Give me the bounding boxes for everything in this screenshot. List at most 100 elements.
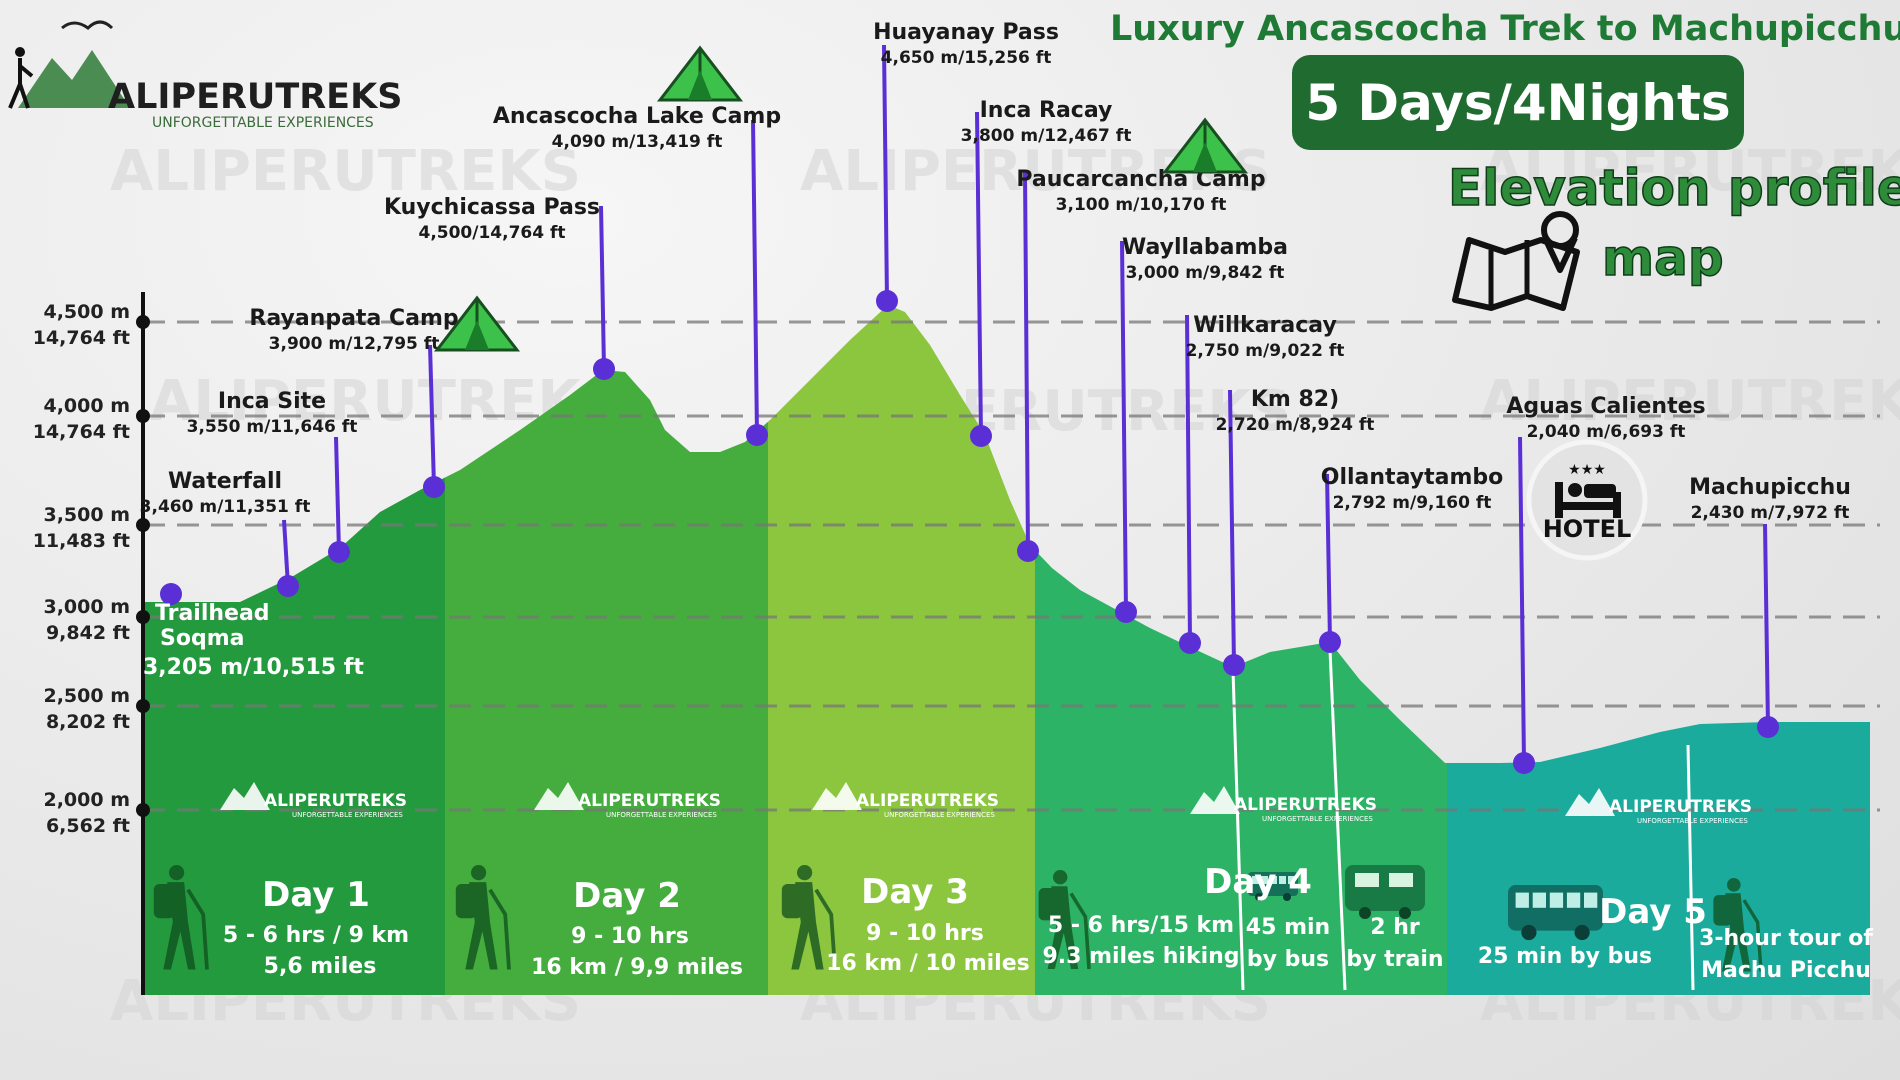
axis-tick-dot — [136, 409, 150, 423]
hotel-bed-icon: ★★★ — [1555, 462, 1621, 518]
y-axis-ticks: 4,500 m14,764 ft4,000 m14,764 ft3,500 m1… — [33, 301, 150, 837]
waypoint-name: Inca Site — [218, 389, 326, 414]
page-title: Luxury Ancascocha Trek to Machupicchu — [1110, 9, 1900, 49]
waypoint-elevation: 4,650 m/15,256 ft — [881, 48, 1052, 68]
day1-title: Day 1 — [262, 875, 370, 915]
tent-icon — [433, 295, 521, 352]
waypoint-leader-line — [1518, 436, 1526, 764]
waypoint-name: Km 82) — [1251, 387, 1339, 412]
waypoint-marker — [1513, 752, 1535, 774]
tent-icon — [1161, 117, 1249, 174]
tent-icon — [656, 45, 744, 102]
waypoint-marker — [1115, 601, 1137, 623]
waypoint-elevation: 3,205 m/10,515 ft — [143, 655, 364, 680]
divider-train — [1328, 649, 1347, 991]
waypoint-marker — [1319, 631, 1341, 653]
bus-icon — [1248, 872, 1298, 901]
waypoint-name: Aguas Calientes — [1506, 394, 1705, 419]
day4-train-line1: 2 hr — [1370, 915, 1420, 940]
day-brand-tagline: UNFORGETTABLE EXPERIENCES — [606, 811, 717, 819]
waypoint-leader-line — [1325, 473, 1332, 643]
mountain-logo-icon — [812, 782, 862, 810]
waypoint-elevation: 3,000 m/9,842 ft — [1126, 263, 1285, 283]
hotel-label: HOTEL — [1543, 515, 1632, 543]
day3-line1: 9 - 10 hrs — [866, 921, 984, 946]
axis-label-meters: 4,000 m — [43, 395, 130, 417]
waypoint-elevation: 4,500/14,764 ft — [418, 223, 565, 243]
train-icon — [1345, 865, 1425, 919]
waypoint-leader-line — [882, 44, 889, 302]
waypoint-name: Rayanpata Camp — [249, 306, 458, 331]
waypoint-marker — [876, 290, 898, 312]
waypoint-elevation: 2,430 m/7,972 ft — [1691, 503, 1850, 523]
day4-hike-line2: 9.3 miles hiking — [1042, 944, 1239, 969]
duration-badge — [1292, 55, 1744, 150]
day-brand-name: ALIPERUTREKS — [1234, 795, 1377, 815]
divider-bus — [1231, 669, 1245, 991]
watermark-text: ALIPERUTREKS — [1480, 369, 1900, 434]
day-brand-tagline: UNFORGETTABLE EXPERIENCES — [292, 811, 403, 819]
waypoint-marker — [160, 583, 182, 605]
day3-line2: 16 km / 10 miles — [826, 951, 1029, 976]
day4-bus-line1: 45 min — [1246, 915, 1330, 940]
day2-line1: 9 - 10 hrs — [571, 924, 689, 949]
bus-icon — [1508, 885, 1603, 941]
mountain-logo-icon — [1565, 788, 1615, 816]
mountain-logo-icon — [220, 782, 270, 810]
waypoint-name: Huayanay Pass — [873, 20, 1059, 45]
divider-tour — [1686, 744, 1695, 991]
waypoint-marker — [1757, 716, 1779, 738]
axis-label-meters: 3,000 m — [43, 596, 130, 618]
axis-label-meters: 2,000 m — [43, 789, 130, 811]
axis-tick-dot — [136, 803, 150, 817]
day5-title: Day 5 — [1599, 892, 1707, 932]
waypoint-name: Wayllabamba — [1122, 235, 1288, 260]
hiker-icon — [1038, 870, 1091, 970]
day4-hike-line1: 5 - 6 hrs/15 km — [1048, 913, 1234, 938]
map-pin-icon — [1452, 211, 1580, 311]
day2-line2: 16 km / 9,9 miles — [531, 955, 743, 980]
waypoint-name: Kuychicassa Pass — [384, 195, 600, 220]
subtitle-map: map — [1602, 229, 1724, 287]
brand-name: ALIPERUTREKS — [108, 77, 402, 117]
svg-text:★★★: ★★★ — [1568, 462, 1606, 478]
axis-label-feet: 14,764 ft — [33, 327, 130, 349]
day1-line1: 5 - 6 hrs / 9 km — [223, 923, 409, 948]
waypoint-elevation: 2,040 m/6,693 ft — [1527, 422, 1686, 442]
waypoint-leader-line — [1763, 523, 1770, 728]
hiker-icon — [455, 865, 511, 970]
day-brand-tagline: UNFORGETTABLE EXPERIENCES — [1262, 815, 1373, 823]
waypoint-elevation: 4,090 m/13,419 ft — [552, 132, 723, 152]
waypoint-elevation: 3,100 m/10,170 ft — [1056, 195, 1227, 215]
duration-text: 5 Days/4Nights — [1305, 74, 1730, 132]
axis-tick-dot — [136, 315, 150, 329]
waypoint-leader-line — [975, 111, 983, 437]
waypoint-elevation: 3,550 m/11,646 ft — [187, 417, 358, 437]
day2-title: Day 2 — [573, 876, 681, 916]
axis-label-feet: 11,483 ft — [33, 530, 130, 552]
day4-title: Day 4 — [1204, 862, 1312, 902]
waypoint-name: Waterfall — [168, 469, 282, 494]
axis-label-feet: 6,562 ft — [46, 815, 130, 837]
axis-tick-dot — [136, 699, 150, 713]
hiker-icon — [781, 865, 837, 970]
waypoint-elevation: 2,750 m/9,022 ft — [1186, 341, 1345, 361]
waypoint-name: Willkaracay — [1193, 313, 1337, 338]
axis-tick-dot — [136, 518, 150, 532]
waypoint-elevation: 3,460 m/11,351 ft — [140, 497, 311, 517]
waypoint-marker — [1017, 540, 1039, 562]
waypoint-marker — [746, 424, 768, 446]
condor-icon — [61, 20, 114, 30]
waypoint-marker — [1179, 632, 1201, 654]
day-brand-name: ALIPERUTREKS — [1609, 797, 1752, 817]
mountain-logo-icon — [18, 50, 130, 108]
waypoint-marker — [328, 541, 350, 563]
waypoint-elevation: 2,792 m/9,160 ft — [1333, 493, 1492, 513]
